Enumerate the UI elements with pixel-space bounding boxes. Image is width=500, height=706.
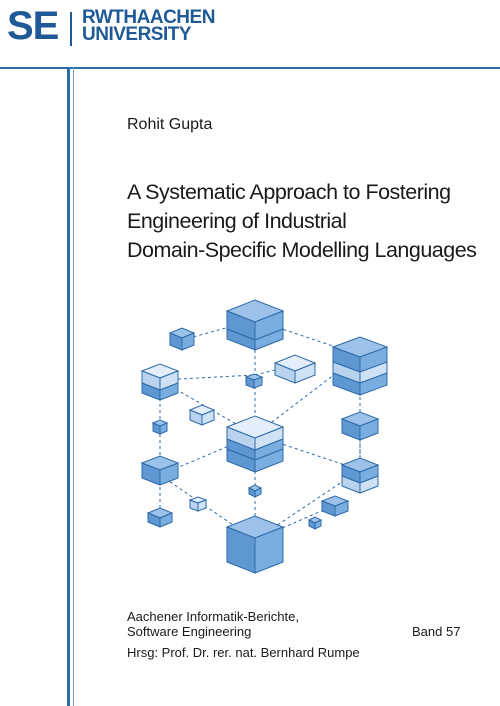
logo-divider [70,12,72,46]
rwth-logo: RWTHAACHEN UNIVERSITY [82,7,215,45]
se-logo: SE [7,4,59,48]
band-number: Band 57 [412,624,461,639]
spine-rule-thin [73,67,74,706]
cube-top-center [225,299,285,351]
cube-left-mid [140,455,180,486]
rwth-logo-line1: RWTHAACHEN [82,7,215,28]
cube-right-stack [331,336,389,396]
cube-center-stack [225,415,285,473]
cube-tiny-bottom-right [307,516,323,530]
cube-network-illustration: .c-top-l { fill: #e3eefa; stroke: #2d6aa… [140,299,389,574]
cube-right-lower-stack [340,457,380,494]
cube-small-bottom-left [146,507,174,528]
cube-tiny-bottom-center [247,484,263,498]
header-rule [0,67,500,69]
cube-small-light-bottom-left [188,496,208,512]
cube-right-mid [340,411,380,441]
cube-light-upper [273,354,317,384]
rwth-logo-line2: UNIVERSITY [82,24,192,45]
series-info: Aachener Informatik-Berichte, Software E… [127,609,299,639]
title-line-2: Engineering of Industrial [127,209,347,233]
series-line-2: Software Engineering [127,624,252,639]
cube-small-top-left [168,327,196,351]
title-line-1: A Systematic Approach to Fostering [127,180,451,204]
editor-line: Hrsg: Prof. Dr. rer. nat. Bernhard Rumpe [127,645,360,660]
author-name: Rohit Gupta [127,116,213,133]
spine-rule-thick [67,67,70,706]
cube-small-center [244,373,264,389]
cube-small-bottom-right [320,495,350,517]
book-title: A Systematic Approach to Fostering Engin… [127,178,487,265]
cube-left-stack [140,363,180,401]
title-line-3: Domain-Specific Modelling Languages [127,238,477,262]
cube-bottom-large [225,515,285,574]
series-line-1: Aachener Informatik-Berichte, [127,609,299,624]
cube-tiny-left [151,419,169,435]
cube-small-light-left [188,404,216,426]
